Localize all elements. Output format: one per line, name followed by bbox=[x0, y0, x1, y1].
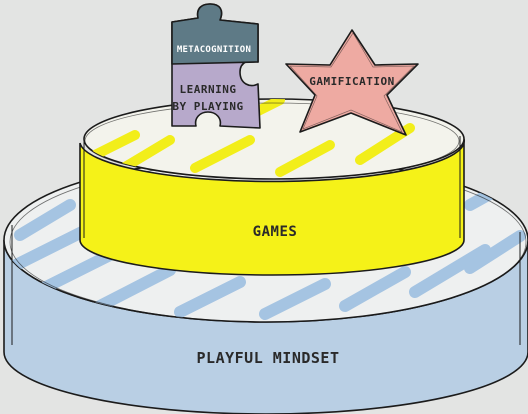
puzzle-top-band bbox=[171, 3, 259, 65]
star-label: GAMIFICATION bbox=[309, 75, 394, 88]
top-tier-side bbox=[79, 138, 466, 276]
star-shape bbox=[285, 29, 419, 136]
learning-puzzle-piece: METACOGNITION LEARNING BY PLAYING bbox=[171, 3, 261, 129]
puzzle-tab-label: METACOGNITION bbox=[177, 45, 251, 55]
star-sketch-line bbox=[289, 32, 415, 133]
puzzle-line-1: LEARNING bbox=[180, 83, 237, 96]
bottom-tier-label: PLAYFUL MINDSET bbox=[197, 349, 340, 367]
top-tier-sketch-line bbox=[84, 102, 460, 180]
puzzle-line-2: BY PLAYING bbox=[172, 100, 243, 113]
top-tier-label: GAMES bbox=[253, 224, 298, 240]
gamification-star: GAMIFICATION bbox=[285, 29, 419, 136]
top-tier bbox=[79, 98, 466, 276]
